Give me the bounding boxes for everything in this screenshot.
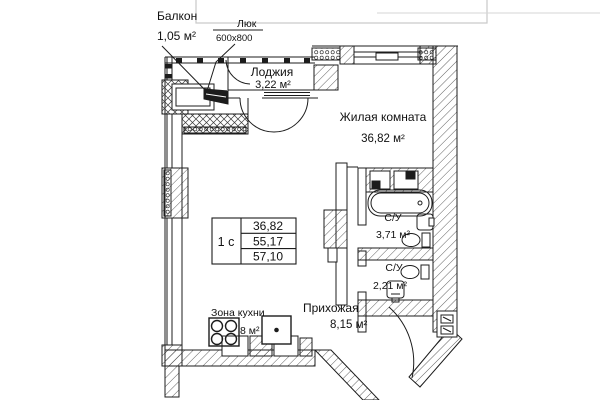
entrance-door-arc-icon bbox=[388, 306, 415, 379]
table-row-total: 57,10 bbox=[253, 250, 283, 264]
table-type-label: 1 с bbox=[218, 235, 235, 249]
hatch-size: 600х800 bbox=[216, 33, 252, 44]
living-door-arc-left-icon bbox=[239, 97, 275, 133]
bathroom2-area: 2,21 м² bbox=[373, 280, 408, 292]
sink-icon bbox=[386, 280, 405, 303]
kitchen-zone-label: Зона кухни bbox=[211, 307, 265, 319]
sink-icon bbox=[416, 213, 435, 231]
living-room-label: Жилая комната bbox=[340, 110, 427, 124]
bathroom1-area: 3,71 м² bbox=[376, 229, 411, 241]
fixtures bbox=[203, 88, 435, 347]
labels: Балкон 1,05 м² Люк 600х800 Лоджия 3,22 м… bbox=[157, 9, 427, 337]
table-row-living: 36,82 bbox=[253, 219, 283, 233]
hallway-label: Прихожая bbox=[303, 301, 359, 315]
leader-lines bbox=[161, 29, 263, 94]
bathtub-icon bbox=[367, 189, 433, 217]
kitchen-zone-area: 8 м² bbox=[240, 325, 260, 337]
entrance-door-leaf bbox=[408, 327, 463, 388]
bathroom1-label: С/У bbox=[384, 212, 402, 224]
hallway-area: 8,15 м² bbox=[330, 319, 367, 331]
area-table bbox=[211, 217, 297, 265]
toilet-icon bbox=[401, 232, 431, 248]
stove-icon bbox=[208, 317, 240, 347]
electrical-panel-icon bbox=[436, 310, 458, 338]
loggia-label: Лоджия bbox=[251, 65, 294, 79]
living-room-area: 36,82 м² bbox=[361, 133, 405, 145]
living-door-arc-right-icon bbox=[273, 97, 309, 133]
kitchen-sink-icon bbox=[261, 315, 292, 345]
balcony-door-arc-icon bbox=[225, 59, 251, 85]
page-artifact-lines bbox=[195, 0, 600, 24]
kitchen-counter bbox=[299, 337, 313, 357]
hatch-label: Люк bbox=[237, 18, 257, 30]
glazing-posts bbox=[176, 58, 310, 63]
hatch-mark-icon bbox=[203, 88, 229, 105]
toilet-icon bbox=[400, 264, 430, 280]
bathroom2-label: С/У bbox=[385, 262, 403, 274]
walls bbox=[161, 45, 463, 400]
balcony-label: Балкон bbox=[157, 9, 197, 23]
table-row-apartment: 55,17 bbox=[253, 235, 283, 249]
loggia-area: 3,22 м² bbox=[255, 79, 291, 91]
radiator bbox=[375, 52, 399, 61]
balcony-area: 1,05 м² bbox=[157, 29, 196, 43]
